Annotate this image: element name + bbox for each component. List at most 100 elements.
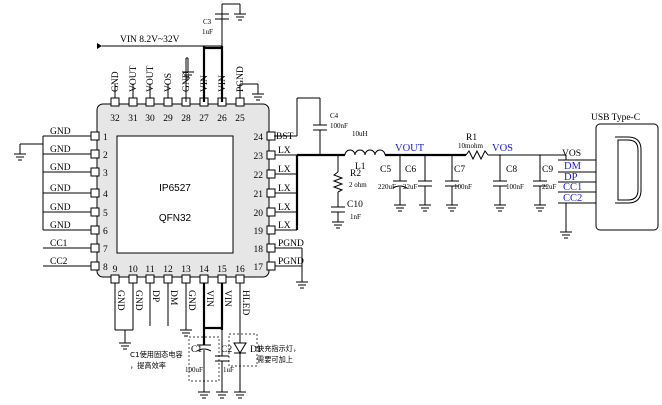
pin-number: 12 — [163, 265, 173, 275]
c1-value: 100uF — [185, 366, 203, 374]
usb-typec-connector: USB Type-C VOS DM DP CC1 CC2 — [558, 113, 659, 239]
pin-net-label: PGND — [236, 66, 246, 92]
cap-ref: C7 — [454, 165, 465, 175]
pin-pad-left — [90, 207, 100, 217]
cap-ref: C9 — [542, 165, 553, 175]
usb-pin-dm: DM — [564, 161, 582, 172]
ic-die — [116, 135, 234, 254]
net-label-vout: VOUT — [395, 143, 425, 154]
cap-ref: C8 — [506, 165, 517, 175]
pin-net-label: LX — [278, 184, 291, 194]
pin-number: 32 — [110, 114, 120, 124]
usb-title: USB Type-C — [591, 113, 640, 123]
pin-pad-top — [235, 97, 245, 107]
pin-pad-top — [110, 97, 120, 107]
pin-pad-left — [90, 188, 100, 198]
pin-net-label: PGND — [278, 257, 304, 267]
pin-pad-left — [90, 149, 100, 159]
top-wiring: VIN 8.2V~32V C3 1uF — [97, 3, 264, 102]
pin-number: 26 — [217, 114, 227, 124]
pin-pad-right — [266, 150, 276, 160]
cap-ref: C5 — [380, 165, 391, 175]
capacitor-c9: C9 22uF — [533, 155, 557, 212]
pin-pad-bottom — [181, 274, 191, 284]
pin-number: 9 — [113, 265, 118, 275]
pin-pad-right — [266, 169, 276, 179]
pin-pad-left — [90, 261, 100, 271]
l1-ref: L1 — [355, 162, 366, 172]
pin-net-label: VOS — [164, 73, 174, 92]
pin-net-label: PGND — [278, 239, 304, 249]
pin-number: 1 — [103, 133, 108, 143]
pin-net-label: LX — [278, 203, 291, 213]
pin-pad-bottom — [145, 274, 155, 284]
cap-value: 100nF — [506, 183, 524, 191]
r2-value: 2 ohm — [349, 181, 367, 189]
pin-number: 22 — [254, 171, 264, 181]
pin-number: 16 — [235, 265, 245, 275]
usb-pin-cc2: CC2 — [563, 193, 582, 204]
note-c1: C1使用固态电容，提高效率 — [130, 350, 183, 370]
pin-pad-bottom — [235, 274, 245, 284]
pin-number: 11 — [145, 265, 154, 275]
pin-pad-right — [266, 207, 276, 217]
pin-number: 29 — [163, 114, 173, 124]
l1-value: 10uH — [352, 130, 368, 138]
net-label-vos: VOS — [492, 143, 513, 154]
cap-value: 22uF — [542, 183, 557, 191]
pin-pad-left — [90, 131, 100, 141]
pin-net-label: DM — [168, 290, 178, 306]
pin-net-label: GND — [50, 163, 71, 173]
pin-net-label: VOUT — [146, 65, 156, 92]
c4-ref: C4 — [330, 112, 339, 120]
pin-number: 4 — [103, 190, 108, 200]
pin-number: 18 — [254, 245, 264, 255]
cap-value: 220uF — [378, 183, 396, 191]
ic-name: IP6527 — [159, 183, 191, 194]
pin-net-label: GND — [182, 71, 192, 92]
ic-pins: 1GND2GND3GND4GND5GND6GND7CC18CC22423LX22… — [50, 65, 308, 330]
pin-net-label: DP — [150, 290, 160, 302]
pin-number: 15 — [217, 265, 227, 275]
pin-net-label: GND — [111, 71, 121, 92]
d1-ref: D1 — [250, 345, 262, 355]
cap-value: 22uF — [403, 183, 418, 191]
r2-ref: R2 — [350, 169, 361, 179]
pin-pad-right — [266, 131, 276, 141]
pin-number: 6 — [103, 227, 108, 237]
c4-value: 100nF — [330, 122, 348, 130]
vin-label: VIN 8.2V~32V — [120, 35, 180, 45]
pin-number: 7 — [103, 245, 108, 255]
pin-net-label: GND — [50, 221, 71, 231]
pin-number: 28 — [181, 114, 191, 124]
r1-ref: R1 — [466, 133, 477, 143]
pin-number: 23 — [254, 152, 264, 162]
left-wiring — [14, 135, 91, 267]
pin-pad-top — [128, 97, 138, 107]
pin-number: 30 — [145, 114, 155, 124]
usb-pin-vos: VOS — [562, 149, 581, 159]
pin-pad-right — [266, 225, 276, 235]
pin-label-bst: BST — [276, 132, 294, 142]
pin-number: 8 — [103, 263, 108, 273]
pin-number: 21 — [254, 190, 264, 200]
pin-net-label: GND — [186, 290, 196, 311]
right-wiring — [274, 97, 567, 230]
c2-ref: C2 — [221, 345, 232, 355]
pin-number: 13 — [181, 265, 191, 275]
pin-number: 31 — [128, 114, 138, 124]
pin-pad-right — [266, 261, 276, 271]
pin-number: 5 — [103, 209, 108, 219]
pin-pad-bottom — [163, 274, 173, 284]
pin-number: 14 — [199, 265, 209, 275]
pin-pad-bottom — [128, 274, 138, 284]
c10-value: 1nF — [350, 213, 361, 221]
cap-ref: C6 — [405, 165, 416, 175]
c1-ref: C1 — [191, 345, 202, 355]
pin-net-label: HLED — [240, 290, 250, 315]
pin-net-label: GND — [50, 203, 71, 213]
pin-number: 10 — [128, 265, 138, 275]
